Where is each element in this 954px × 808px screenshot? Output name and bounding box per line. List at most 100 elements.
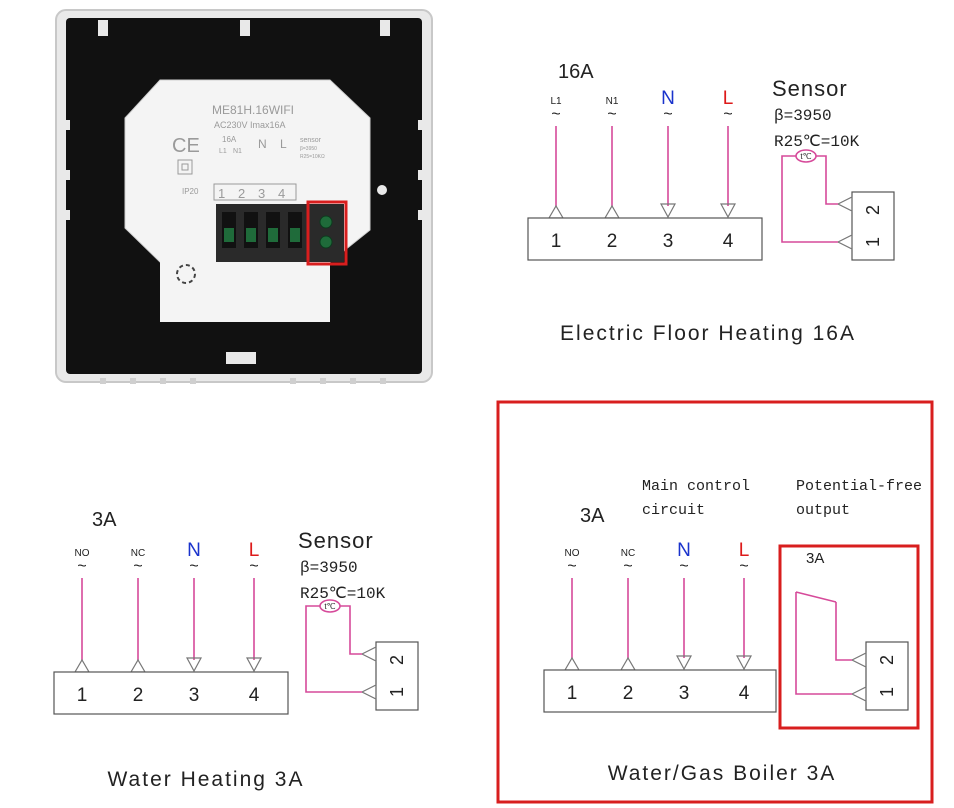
wire-label-n: N	[661, 88, 675, 109]
ac-tilde: ~	[77, 558, 86, 575]
device-l1: L1	[219, 148, 227, 155]
arrow-up-icon	[563, 656, 581, 671]
arrow-up-icon	[619, 656, 637, 671]
sensor-beta: β=3950	[300, 559, 358, 577]
arrow-up-icon	[547, 204, 565, 219]
sensor-beta: β=3950	[774, 107, 832, 125]
thermistor-label: t℃	[324, 602, 335, 611]
sensor-terminal-highlight	[306, 200, 348, 266]
wire-label-l1: L1	[550, 96, 562, 107]
caption-boiler: Water/Gas Boiler 3A	[608, 762, 837, 785]
ac-tilde: ~	[607, 106, 616, 123]
terminal-number: 2	[133, 685, 144, 706]
sensor-terminal-number: 2	[863, 205, 883, 215]
potential-free-label-2: output	[796, 502, 850, 519]
terminal-number: 1	[551, 231, 562, 252]
terminal-number: 3	[189, 685, 200, 706]
arrow-left-icon	[850, 652, 867, 668]
ac-tilde: ~	[189, 558, 198, 575]
arrow-down-icon	[735, 655, 753, 671]
terminal-number: 1	[77, 685, 88, 706]
sensor-terminal-block	[851, 191, 895, 261]
arrow-up-icon	[129, 658, 147, 673]
ac-tilde: ~	[623, 558, 632, 575]
caption-floor: Electric Floor Heating 16A	[560, 322, 856, 345]
relay-wire	[835, 602, 852, 661]
device-n: N	[258, 137, 267, 151]
wire-label-nc: NC	[131, 548, 145, 559]
sensor-r25: R25℃=10K	[300, 585, 386, 603]
current-rating: 16A	[558, 61, 594, 83]
device-terminal-number: 3	[258, 186, 265, 201]
sensor-r25: R25℃=10K	[774, 133, 860, 151]
arrow-left-icon	[850, 686, 867, 702]
terminal-block	[543, 669, 777, 713]
sensor-title: Sensor	[772, 76, 848, 101]
output-terminal-number: 1	[877, 687, 897, 697]
arrow-up-icon	[603, 204, 621, 219]
ac-tilde: ~	[679, 558, 688, 575]
device-n1: N1	[233, 148, 242, 155]
wire-label-n: N	[677, 540, 691, 561]
terminal-number: 4	[739, 683, 750, 704]
ac-tilde: ~	[551, 106, 560, 123]
sensor-terminal-number: 2	[387, 655, 407, 665]
arrow-left-icon	[360, 684, 377, 700]
wire-label-l: L	[739, 540, 750, 561]
sensor-title: Sensor	[298, 528, 374, 553]
main-control-label-2: circuit	[642, 502, 705, 519]
thermistor-icon	[795, 149, 817, 163]
device-beta: β=3950	[300, 146, 317, 152]
wire-label-no: NO	[565, 548, 580, 559]
terminal-block	[53, 671, 289, 715]
wire-label-nc: NC	[621, 548, 635, 559]
terminal-number: 3	[679, 683, 690, 704]
sensor-wire	[305, 605, 362, 693]
arrow-down-icon	[675, 655, 693, 671]
ac-tilde: ~	[723, 106, 732, 123]
boiler-section-highlight	[496, 400, 934, 804]
terminal-number: 3	[663, 231, 674, 252]
terminal-number: 4	[249, 685, 260, 706]
device-terminal-number: 2	[238, 186, 245, 201]
wire-label-l: L	[249, 540, 260, 561]
wire-label-n1: N1	[606, 96, 619, 107]
terminal-block	[527, 217, 763, 261]
sensor-wire	[340, 605, 362, 655]
device-l: L	[280, 137, 287, 151]
terminal-number: 4	[723, 231, 734, 252]
arrow-down-icon	[659, 203, 677, 219]
sensor-terminal-number: 1	[387, 687, 407, 697]
caption-water: Water Heating 3A	[108, 768, 305, 791]
ip-rating: IP20	[182, 187, 199, 196]
output-terminal-number: 2	[877, 655, 897, 665]
arrow-left-icon	[360, 646, 377, 662]
device-model: ME81H.16WIFI	[212, 103, 294, 117]
device-terminal-number: 1	[218, 186, 225, 201]
device-terminal-number: 4	[278, 186, 285, 201]
device-sensor-label: sensor	[300, 137, 322, 144]
sensor-wire	[781, 155, 838, 243]
device-back-photo: ME81H.16WIFI AC230V Imax16A CE IP20 16A …	[55, 9, 433, 384]
terminal-number: 1	[567, 683, 578, 704]
sensor-terminal-number: 1	[863, 237, 883, 247]
arrow-left-icon	[836, 234, 853, 250]
terminal-number: 2	[623, 683, 634, 704]
output-terminal-block	[865, 641, 909, 711]
arrow-down-icon	[719, 203, 737, 219]
ac-tilde: ~	[739, 558, 748, 575]
thermistor-icon	[319, 599, 341, 613]
ac-tilde: ~	[663, 106, 672, 123]
ac-tilde: ~	[567, 558, 576, 575]
wire-label-n: N	[187, 540, 201, 561]
relay-contact	[795, 591, 837, 603]
ac-tilde: ~	[249, 558, 258, 575]
arrow-left-icon	[836, 196, 853, 212]
potential-free-label: Potential-free	[796, 478, 922, 495]
sensor-terminal-block	[375, 641, 419, 711]
device-r25: R25=10KΩ	[300, 154, 325, 160]
terminal-number: 2	[607, 231, 618, 252]
